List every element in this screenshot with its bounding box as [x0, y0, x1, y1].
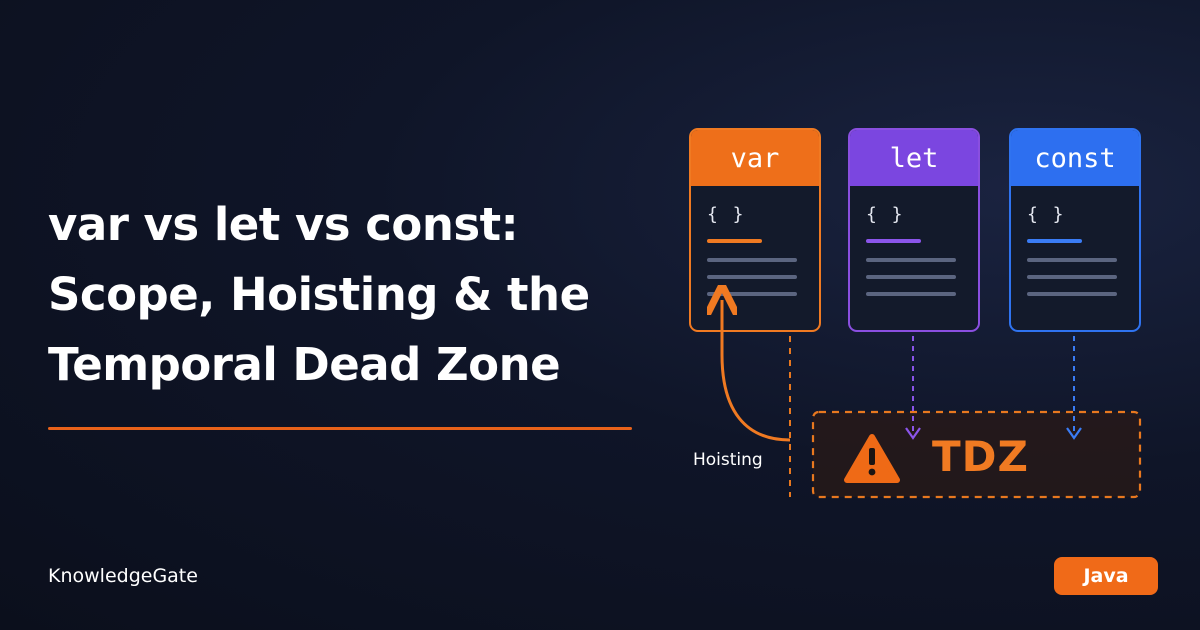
let-arrowhead — [905, 427, 921, 440]
let-card: let { } — [848, 128, 980, 332]
title-underline — [48, 427, 632, 430]
title-line-3: Temporal Dead Zone — [48, 338, 561, 391]
var-card-header: var — [691, 130, 819, 186]
const-arrowhead — [1066, 427, 1082, 440]
let-card-code-line — [866, 292, 956, 296]
const-card-code-line — [1027, 292, 1117, 296]
brand-name: KnowledgeGate — [48, 565, 198, 587]
hoisting-label: Hoisting — [693, 450, 763, 470]
tdz-label: TDZ — [932, 432, 1029, 481]
const-card-header: const — [1011, 130, 1139, 186]
const-card-code-line — [1027, 275, 1117, 279]
java-badge[interactable]: Java — [1054, 557, 1158, 595]
const-card-braces: { } — [1027, 204, 1066, 225]
var-card-code-line — [707, 258, 797, 262]
const-card-accent-line — [1027, 239, 1082, 243]
let-card-header: let — [850, 130, 978, 186]
let-card-code-line — [866, 258, 956, 262]
page-title: var vs let vs const: Scope, Hoisting & t… — [48, 190, 688, 400]
var-card-braces: { } — [707, 204, 746, 225]
warning-icon — [844, 434, 900, 483]
var-card-accent-line — [707, 239, 762, 243]
let-card-accent-line — [866, 239, 921, 243]
title-line-2: Scope, Hoisting & the — [48, 268, 590, 321]
title-line-1: var vs let vs const: — [48, 198, 519, 251]
let-card-braces: { } — [866, 204, 905, 225]
let-card-code-line — [866, 275, 956, 279]
hoisting-arrow — [722, 300, 791, 442]
var-card-code-line — [707, 275, 797, 279]
const-card: const { } — [1009, 128, 1141, 332]
var-card-code-line — [707, 292, 797, 296]
const-card-code-line — [1027, 258, 1117, 262]
